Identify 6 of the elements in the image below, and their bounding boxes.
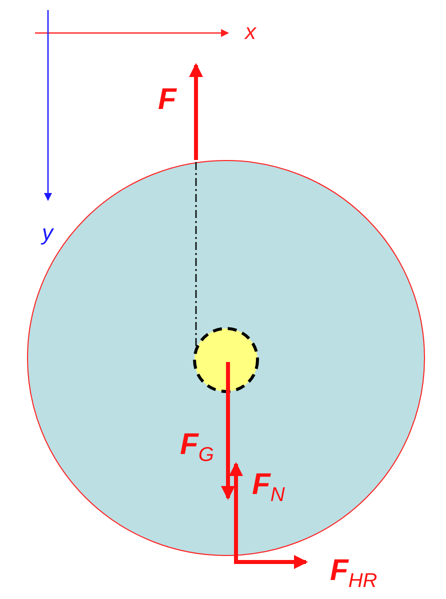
force-label: F — [158, 85, 176, 115]
axis-label: x — [245, 21, 256, 43]
axis-label: y — [42, 222, 53, 244]
force-label: F$_{N}$ — [252, 470, 285, 505]
force-label: F$_{G}$ — [180, 430, 214, 465]
force-label: F$_{HR}$ — [330, 556, 378, 591]
